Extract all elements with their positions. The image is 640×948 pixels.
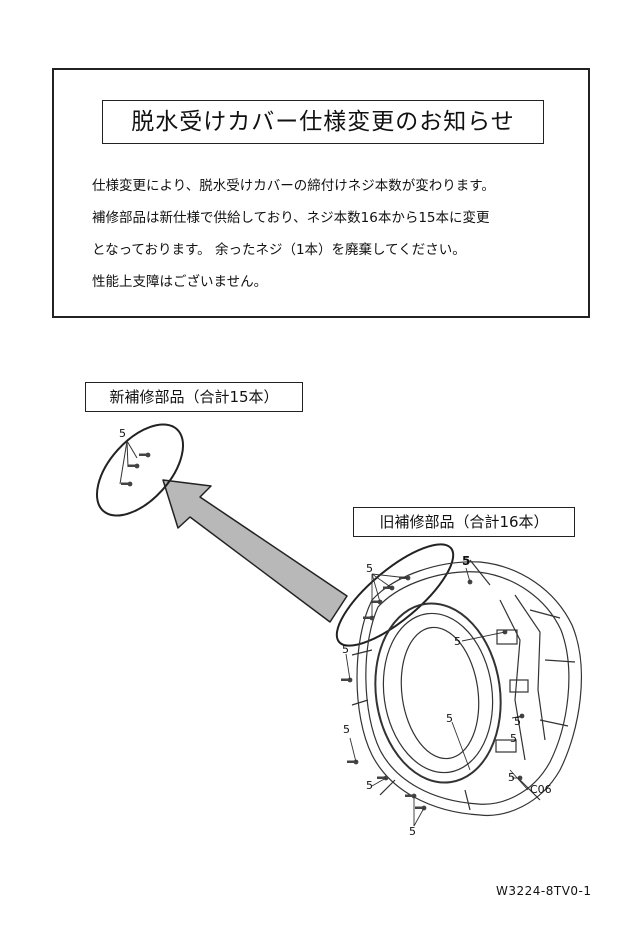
part-code: C06 (530, 783, 552, 796)
screw-callout: 5 (366, 562, 373, 575)
screw-callout: 5 (342, 643, 349, 656)
drum-screws (341, 575, 525, 811)
notice-line-4: 性能上支障はございません。 (92, 274, 268, 290)
document-code: W3224-8TV0-1 (496, 884, 592, 898)
notice-line-2: 補修部品は新仕様で供給しており、ネジ本数16本から15本に変更 (92, 210, 490, 226)
screw-callout: 5 (119, 427, 126, 440)
callout-leaders (345, 567, 529, 827)
direction-arrow-icon (162, 479, 348, 623)
screw-callout: 5 (409, 825, 416, 838)
notice-line-3: となっております。 余ったネジ（1本）を廃棄してください。 (92, 242, 466, 258)
notice-box: 脱水受けカバー仕様変更のお知らせ 仕様変更により、脱水受けカバーの締付けネジ本数… (52, 68, 590, 318)
drum-cover-icon (351, 559, 582, 817)
screw-callout: 5 (510, 732, 517, 745)
screw-callout: 5 (454, 635, 461, 648)
screw-callout: 5 (446, 712, 453, 725)
old-part-label: 旧補修部品（合計16本） (353, 507, 575, 537)
new-part-label: 新補修部品（合計15本） (85, 382, 303, 412)
notice-line-1: 仕様変更により、脱水受けカバーの締付けネジ本数が変わります。 (92, 178, 495, 194)
screw-callout: 5 (343, 723, 350, 736)
screw-callout: 5 (366, 779, 373, 792)
screw-callout: 5 (462, 554, 471, 568)
notice-body: 仕様変更により、脱水受けカバーの締付けネジ本数が変わります。 補修部品は新仕様で… (92, 170, 572, 298)
notice-title: 脱水受けカバー仕様変更のお知らせ (102, 100, 544, 144)
screw-callout: 5 (514, 715, 521, 728)
old-screw-group (335, 543, 455, 647)
screw-callout: 5 (508, 771, 515, 784)
new-screw-group (95, 423, 185, 517)
